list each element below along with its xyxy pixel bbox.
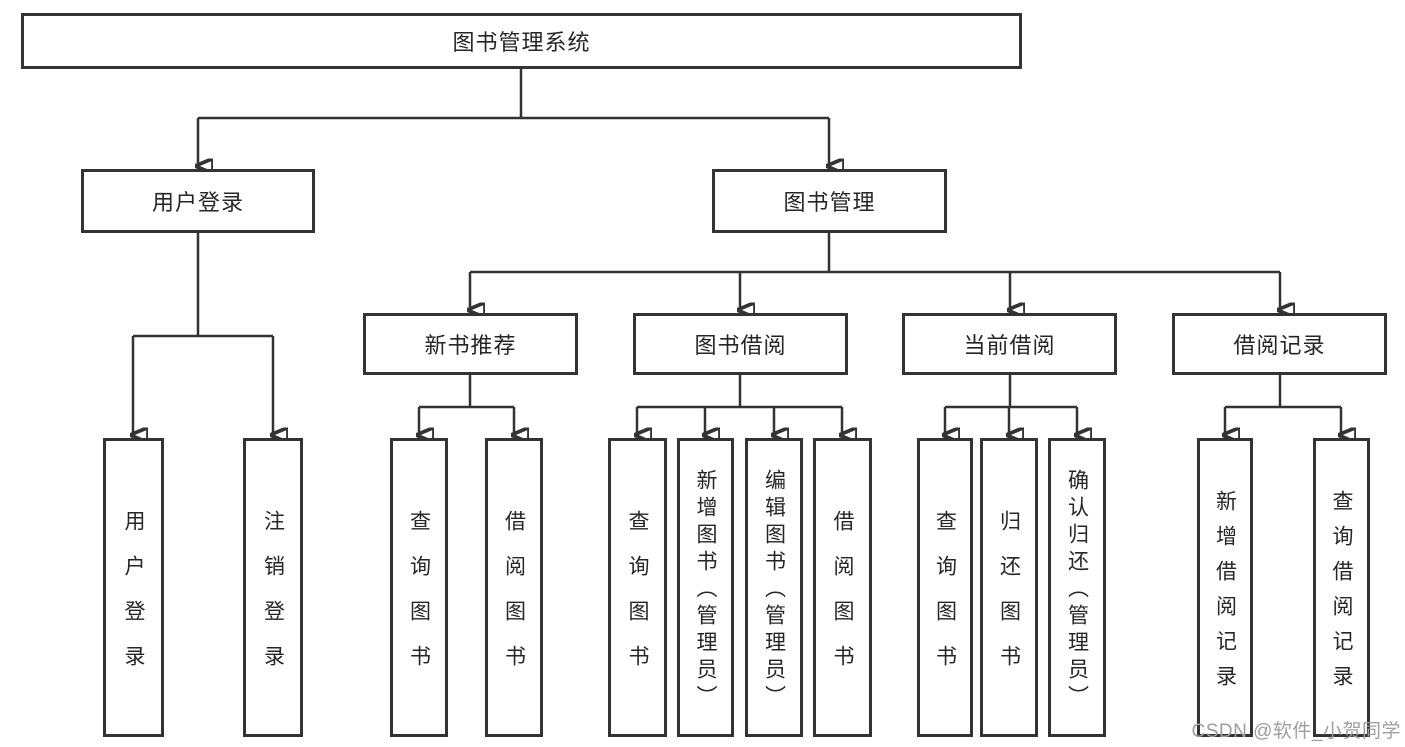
leaf-edit-books-admin: 编辑图书（管理员）: [745, 438, 803, 737]
node-root: 图书管理系统: [21, 13, 1022, 69]
leaf-query-books-current-label: 查询图书: [933, 509, 957, 690]
leaf-borrow-books-borrowing: 借阅图书: [813, 438, 872, 737]
leaf-borrow-books-recommend-label: 借阅图书: [502, 509, 526, 690]
leaf-query-borrow-record: 查询借阅记录: [1313, 438, 1370, 737]
leaf-user-login: 用户登录: [103, 438, 164, 737]
node-current-borrowing: 当前借阅: [902, 313, 1117, 375]
node-borrowing-records: 借阅记录: [1172, 313, 1387, 375]
leaf-add-books-admin-label: 新增图书（管理员）: [694, 469, 717, 712]
leaf-borrow-books-recommend: 借阅图书: [485, 438, 543, 737]
leaf-borrow-books-borrowing-label: 借阅图书: [831, 509, 854, 690]
node-book-borrowing: 图书借阅: [633, 313, 848, 375]
node-book-management: 图书管理: [712, 169, 947, 233]
leaf-add-borrow-record-label: 新增借阅记录: [1213, 489, 1237, 700]
leaf-logout: 注销登录: [243, 438, 303, 737]
leaf-return-books-label: 归还图书: [997, 509, 1021, 690]
leaf-logout-label: 注销登录: [261, 509, 285, 690]
node-user-login: 用户登录: [81, 169, 315, 233]
leaf-confirm-return-admin-label: 确认归还（管理员）: [1065, 469, 1089, 712]
leaf-edit-books-admin-label: 编辑图书（管理员）: [762, 469, 786, 712]
leaf-user-login-label: 用户登录: [122, 509, 145, 690]
leaf-confirm-return-admin: 确认归还（管理员）: [1048, 438, 1106, 737]
watermark-text: CSDN @软件_小贺同学: [1191, 721, 1401, 742]
node-new-book-recommend: 新书推荐: [363, 313, 578, 375]
leaf-query-books-current: 查询图书: [917, 438, 973, 737]
leaf-query-borrow-record-label: 查询借阅记录: [1330, 489, 1353, 700]
leaf-query-books-recommend: 查询图书: [390, 438, 448, 737]
leaf-add-borrow-record: 新增借阅记录: [1197, 438, 1253, 737]
leaf-query-books-borrowing-label: 查询图书: [626, 509, 649, 690]
leaf-query-books-recommend-label: 查询图书: [407, 509, 431, 690]
leaf-return-books: 归还图书: [980, 438, 1038, 737]
leaf-query-books-borrowing: 查询图书: [608, 438, 667, 737]
leaf-add-books-admin: 新增图书（管理员）: [677, 438, 734, 737]
